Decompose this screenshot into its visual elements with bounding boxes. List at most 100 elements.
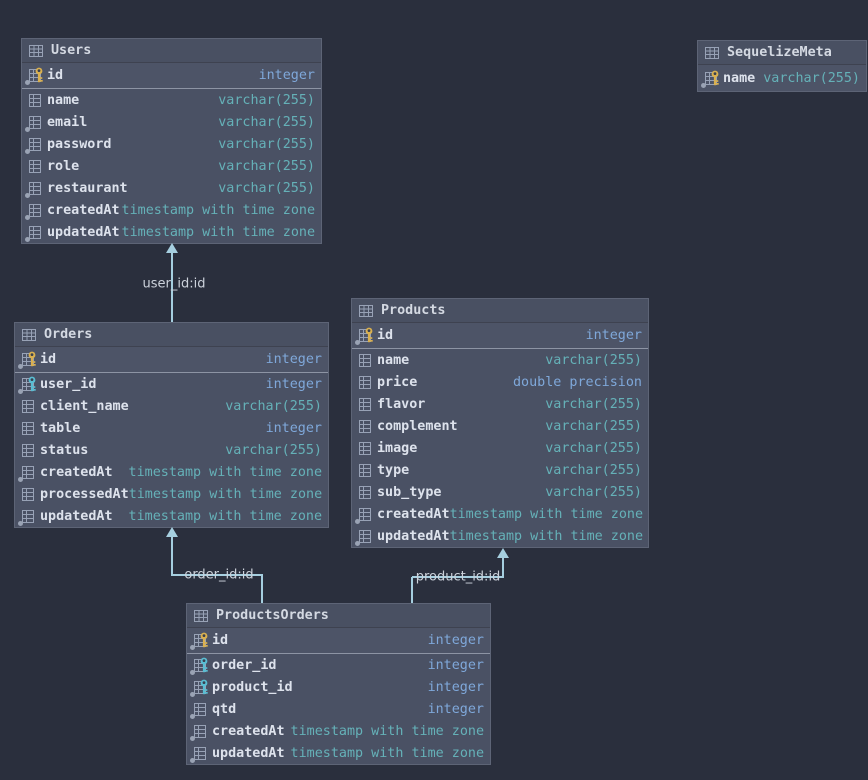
column-type: varchar(255) xyxy=(545,440,642,456)
relation-line[interactable] xyxy=(412,576,504,578)
relation-line[interactable] xyxy=(261,575,263,603)
table-name: SequelizeMeta xyxy=(727,45,832,60)
primary-key-icon xyxy=(34,67,44,87)
table-header[interactable]: Users xyxy=(22,39,321,63)
relation-line[interactable] xyxy=(171,536,173,576)
column-type: varchar(255) xyxy=(225,442,322,458)
column-type: timestamp with time zone xyxy=(449,528,644,544)
column-type: varchar(255) xyxy=(225,398,322,414)
relation-arrow-up xyxy=(497,548,509,558)
column-icon xyxy=(25,115,41,132)
relation-line[interactable] xyxy=(502,557,504,578)
column-row-role[interactable]: role varchar(255) xyxy=(22,155,321,177)
column-icon xyxy=(355,529,371,546)
column-icon xyxy=(190,679,208,697)
column-name: updatedAt xyxy=(40,508,113,524)
column-name: processedAt xyxy=(40,486,129,502)
nullable-dot xyxy=(190,691,195,697)
column-icon xyxy=(190,702,206,719)
column-type: integer xyxy=(427,701,484,717)
relation-arrow-up xyxy=(166,243,178,253)
relation-line[interactable] xyxy=(172,574,263,576)
column-name: restaurant xyxy=(47,180,128,196)
column-name: order_id xyxy=(212,657,277,673)
column-type: timestamp with time zone xyxy=(128,508,322,524)
column-icon xyxy=(357,441,371,455)
column-icon xyxy=(357,485,371,499)
column-type: varchar(255) xyxy=(545,396,642,412)
column-name: id xyxy=(377,328,394,343)
column-icon xyxy=(190,632,208,650)
column-icon xyxy=(701,70,719,88)
primary-key-icon xyxy=(199,632,209,652)
column-row-qtd[interactable]: qtd integer xyxy=(187,698,490,720)
relation-label: product_id:id xyxy=(415,569,501,585)
table-icon xyxy=(29,44,43,57)
column-type: timestamp with time zone xyxy=(121,202,315,218)
column-type: varchar(255) xyxy=(218,158,315,174)
table-header[interactable]: ProductsOrders xyxy=(187,604,490,628)
table-header[interactable]: Products xyxy=(352,299,648,323)
column-row-updatedAt[interactable]: updatedAt timestamp with time zone xyxy=(15,505,328,527)
column-name: updatedAt xyxy=(377,528,450,544)
relation-line[interactable] xyxy=(171,252,173,322)
column-icon xyxy=(190,746,206,763)
column-icon xyxy=(25,203,41,220)
column-name: role xyxy=(47,158,80,174)
column-name: qtd xyxy=(212,701,237,717)
column-icon xyxy=(190,724,206,741)
primary-key-icon xyxy=(27,351,37,371)
column-icon xyxy=(18,509,34,526)
column-type: varchar(255) xyxy=(218,136,315,152)
column-name: type xyxy=(377,462,410,478)
column-type: varchar(255) xyxy=(545,484,642,500)
table-header[interactable]: Orders xyxy=(15,323,328,347)
nullable-dot xyxy=(190,713,195,719)
column-name: updatedAt xyxy=(212,745,285,761)
column-type: integer xyxy=(265,376,322,392)
column-icon xyxy=(27,93,41,107)
nullable-dot xyxy=(190,757,195,763)
primary-key-icon xyxy=(710,70,720,90)
table-header[interactable]: SequelizeMeta xyxy=(698,41,866,65)
column-icon xyxy=(355,507,371,524)
relation-line[interactable] xyxy=(411,577,413,603)
nullable-dot xyxy=(190,645,195,650)
